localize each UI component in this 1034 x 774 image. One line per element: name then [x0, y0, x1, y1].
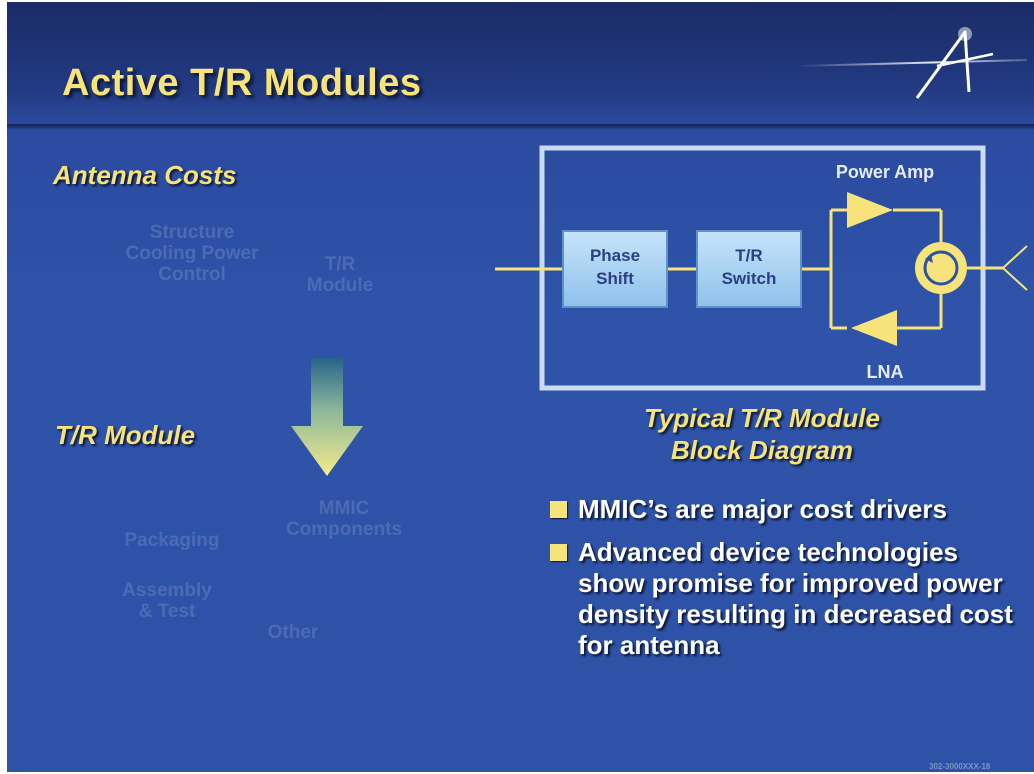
phase-shift-label: Shift: [596, 269, 634, 288]
bullet-text: MMIC’s are major cost drivers: [578, 494, 947, 524]
antenna-costs-heading: Antenna Costs: [53, 160, 237, 190]
diagram-caption: Typical T/R Module Block Diagram: [644, 403, 880, 465]
antenna-cost-tr-module-label: T/R Module: [306, 254, 374, 296]
tr-switch-block: [696, 230, 802, 308]
tr-module-heading: T/R Module: [55, 420, 196, 450]
antenna-cost-structure-label: Structure Cooling Power Control: [125, 222, 259, 285]
tr-module-mmic-label: MMIC Components: [285, 498, 403, 540]
down-arrow-icon: [291, 358, 363, 476]
phase-shift-label: Phase: [590, 246, 640, 265]
bullet-text: Advanced device technologies show promis…: [578, 537, 1013, 660]
bullet-square-icon: [550, 544, 567, 561]
circulator-icon: [915, 242, 967, 294]
tr-module-other-label: Other: [267, 622, 319, 643]
power-amp-label: Power Amp: [836, 162, 934, 182]
title-divider: [7, 124, 1034, 130]
company-logo-icon: [797, 27, 1027, 99]
antenna-icon: [1002, 245, 1028, 291]
tr-switch-label: Switch: [722, 269, 777, 288]
tr-switch-label: T/R: [735, 246, 762, 265]
bullet-item: MMIC’s are major cost drivers: [550, 494, 1020, 525]
slide-title: Active T/R Modules: [62, 62, 422, 104]
slide: Active T/R Modules Antenna Costs Structu…: [7, 2, 1034, 772]
bullet-list: MMIC’s are major cost drivers Advanced d…: [550, 494, 1020, 673]
power-amp-triangle: [847, 192, 893, 228]
slide-code: 302-3000XXX-18: [929, 762, 991, 771]
tr-module-packaging-label: Packaging: [124, 530, 220, 551]
bullet-square-icon: [550, 501, 567, 518]
lna-label: LNA: [867, 362, 904, 382]
tr-module-assembly-label: Assembly & Test: [122, 580, 212, 622]
block-diagram: Phase Shift T/R Switch Power Amp LNA: [495, 145, 1028, 391]
lna-triangle: [851, 310, 897, 346]
phase-shift-block: [562, 230, 668, 308]
bullet-item: Advanced device technologies show promis…: [550, 537, 1020, 661]
